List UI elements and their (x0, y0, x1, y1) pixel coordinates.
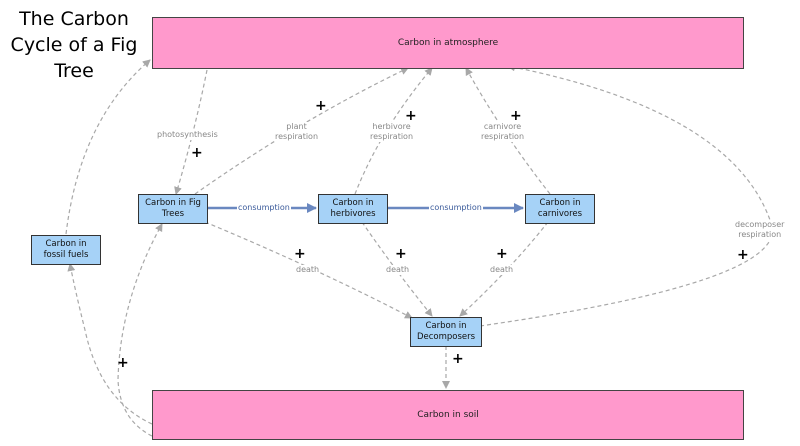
polarity-soil-fig: + (117, 355, 129, 371)
herbivore-respiration-label: herbivore respiration (370, 122, 414, 142)
decomposer-respiration-link (479, 63, 774, 327)
polarity-carnivore-respiration: + (510, 108, 522, 124)
fossil-to-atmosphere-link (65, 59, 151, 235)
polarity-decomposers-soil: + (452, 351, 464, 367)
death-carnivore-link (459, 221, 549, 317)
soil-label: Carbon in soil (417, 410, 479, 420)
carnivores-node[interactable]: Carbon in carnivores (525, 194, 595, 224)
decomposer-respiration-label: decomposer respiration (735, 220, 785, 240)
death-fig-label: death (296, 265, 320, 275)
atmosphere-label: Carbon in atmosphere (397, 38, 499, 48)
photosynthesis-link (174, 69, 208, 195)
polarity-photosynthesis: + (191, 145, 203, 161)
consumption-label-2: consumption (429, 203, 483, 213)
fossil-fuels-node[interactable]: Carbon in fossil fuels (31, 235, 101, 265)
soil-to-fig-link (117, 223, 163, 437)
decomposers-node[interactable]: Carbon in Decomposers (410, 317, 482, 347)
fig-trees-node[interactable]: Carbon in Fig Trees (138, 194, 208, 224)
polarity-plant-respiration: + (315, 98, 327, 114)
death-carnivore-label: death (490, 265, 514, 275)
polarity-death-carnivore: + (496, 246, 508, 262)
carnivore-respiration-label: carnivore respiration (481, 122, 525, 142)
diagram-title: The Carbon Cycle of a Fig Tree (10, 8, 138, 82)
consumption-label-1: consumption (237, 203, 291, 213)
soil-to-fossil-link (67, 263, 153, 425)
death-herbivore-label: death (386, 265, 410, 275)
polarity-herbivore-respiration: + (405, 108, 417, 124)
polarity-death-herbivore: + (395, 246, 407, 262)
plant-respiration-label: plant respiration (275, 122, 319, 142)
soil-stock[interactable]: Carbon in soil (152, 390, 744, 440)
polarity-decomposer-respiration: + (737, 247, 749, 263)
atmosphere-stock[interactable]: Carbon in atmosphere (152, 17, 744, 69)
polarity-death-fig: + (294, 246, 306, 262)
photosynthesis-label: photosynthesis (157, 130, 218, 140)
herbivores-node[interactable]: Carbon in herbivores (318, 194, 388, 224)
